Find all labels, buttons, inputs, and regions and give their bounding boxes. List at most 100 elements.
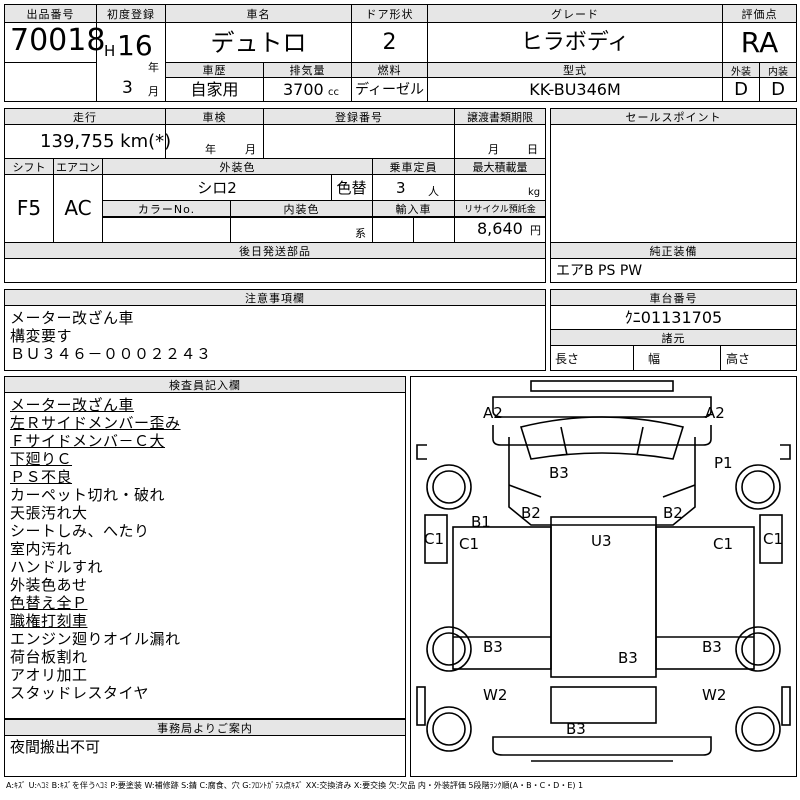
damage-mark-b3-cab: B3 — [549, 464, 569, 482]
damage-mark-c1-left-outer: C1 — [424, 530, 444, 548]
inspector-notes-box — [4, 376, 406, 719]
damage-mark-b2-left: B2 — [521, 504, 541, 522]
notes-box — [4, 289, 546, 371]
damage-mark-w2-left: W2 — [483, 686, 507, 704]
office-notice-text: 夜間搬出不可 — [10, 738, 101, 756]
fuel-type: ディーゼル — [354, 82, 425, 98]
max-load-label: 最大積載量 — [455, 159, 545, 175]
damage-mark-b3-rear-right: B3 — [702, 638, 722, 656]
damage-mark-c1-right-inner: C1 — [713, 535, 733, 553]
header-grid — [4, 4, 797, 102]
lot-number: 70018 — [10, 23, 106, 58]
car-name-label: 車名 — [166, 5, 351, 23]
chassis-number-label: 車台番号 — [551, 290, 796, 306]
office-notice-label: 事務局よりご案内 — [5, 720, 405, 736]
aircon-label: エアコン — [54, 159, 102, 175]
recycle-fee: 8,640 — [477, 219, 523, 238]
registration-year: 16 — [117, 29, 153, 62]
office-notice-box — [4, 719, 406, 777]
inspector-note-line: カーペット切れ・破れ — [10, 486, 166, 504]
max-load-unit: kg — [528, 187, 541, 198]
sales-point-box — [550, 108, 797, 283]
model-code: KK-BU346M — [529, 80, 621, 99]
shift-label: シフト — [5, 159, 53, 175]
interior-score-label: 内装 — [760, 63, 796, 78]
registration-era: H — [104, 42, 116, 60]
inspector-note-line: 下廻りＣ — [10, 450, 73, 468]
inspector-note-line: エンジン廻りオイル漏れ — [10, 630, 181, 648]
note-line: ＢＵ３４６－０００２２４３ — [10, 345, 212, 363]
model-code-label: 型式 — [428, 63, 722, 78]
interior-score: D — [771, 79, 785, 100]
damage-diagram-box — [410, 376, 797, 777]
score-label: 評価点 — [723, 5, 796, 23]
interior-color-unit: 系 — [355, 227, 366, 240]
damage-mark-a2-right: A2 — [705, 404, 725, 422]
chassis-box — [550, 289, 797, 371]
capacity-unit: 人 — [428, 185, 439, 198]
parts-to-ship-label: 後日発送部品 — [5, 243, 545, 259]
fuel-label: 燃料 — [352, 63, 427, 78]
vehicle-details-grid — [4, 108, 546, 283]
auction-score: RA — [740, 26, 779, 59]
damage-mark-w2-right: W2 — [702, 686, 726, 704]
mileage-label: 走行 — [5, 109, 165, 125]
exterior-color-label: 外装色 — [103, 159, 372, 175]
mileage: 139,755 km(*) — [40, 131, 172, 152]
inspection-month-unit: 月 — [245, 143, 256, 156]
inspection-label: 車検 — [166, 109, 263, 125]
grade-label: グレード — [428, 5, 722, 23]
displacement-unit: cc — [328, 87, 339, 98]
transfer-day-unit: 日 — [527, 143, 538, 156]
damage-legend: A:ｷｽﾞ U:ﾍｺﾐ B:ｷｽﾞを伴うﾍｺﾐ P:要塗装 W:補修跡 S:錆 … — [6, 781, 584, 790]
inspector-note-line: 荷台板割れ — [10, 648, 88, 666]
first-registration-label: 初度登録 — [97, 5, 165, 23]
repaint-label: 色替 — [336, 178, 367, 197]
grade: ヒラボディ — [520, 30, 630, 55]
door-count: 2 — [382, 30, 397, 55]
displacement: 3700 — [283, 80, 324, 99]
inspector-note-line: ＰＳ不良 — [10, 468, 73, 486]
inspector-note-line: 室内汚れ — [10, 540, 73, 558]
damage-mark-b3-rear: B3 — [566, 720, 586, 738]
length-label: 長さ — [555, 352, 580, 366]
inspector-note-line: スタッドレスタイヤ — [10, 684, 150, 702]
inspector-note-line: アオリ加工 — [10, 666, 88, 684]
import-label: 輸入車 — [373, 201, 454, 217]
truck-damage-diagram: A2 A2 B3 P1 B1 B2 B2 C1 C1 U3 C1 C1 B3 B… — [416, 380, 791, 762]
registration-year-unit: 年 — [148, 61, 159, 74]
notes-label: 注意事項欄 — [5, 290, 545, 306]
registration-month: 3 — [122, 78, 133, 98]
damage-mark-c1-right-outer: C1 — [763, 530, 783, 548]
inspector-note-line: 外装色あせ — [10, 576, 88, 594]
specs-label: 諸元 — [551, 330, 796, 346]
damage-mark-a2-left: A2 — [483, 404, 503, 422]
inspector-note-line: 職権打刻車 — [10, 612, 88, 630]
damage-mark-u3: U3 — [591, 532, 612, 550]
seating-capacity: 3 — [396, 179, 406, 197]
door-type-label: ドア形状 — [352, 5, 427, 23]
exterior-color: シロ2 — [197, 178, 237, 197]
height-label: 高さ — [726, 352, 751, 366]
exterior-score: D — [734, 79, 748, 100]
equipment-value: エアB PS PW — [556, 263, 643, 279]
lot-number-label: 出品番号 — [5, 5, 96, 23]
transfer-deadline-label: 譲渡書類期限 — [455, 109, 545, 125]
color-number-label: カラーNo. — [103, 201, 230, 217]
recycle-fee-unit: 円 — [530, 224, 541, 237]
displacement-label: 排気量 — [264, 63, 351, 78]
recycle-fee-label: リサイクル預託金 — [455, 201, 545, 217]
inspector-note-line: ハンドルすれ — [10, 558, 104, 576]
width-label: 幅 — [648, 352, 661, 366]
shift-type: F5 — [16, 196, 42, 220]
car-name: デュトロ — [210, 29, 307, 57]
damage-mark-b3-bed: B3 — [618, 649, 638, 667]
inspector-note-line: 左Ｒサイドメンバー歪み — [10, 414, 181, 432]
inspector-note-line: 天張汚れ大 — [10, 504, 88, 522]
interior-color-label: 内装色 — [231, 201, 372, 217]
inspector-note-line: Ｆサイドメンバ－Ｃ大 — [10, 432, 166, 450]
damage-mark-c1-left-inner: C1 — [459, 535, 479, 553]
damage-mark-b2-right: B2 — [663, 504, 683, 522]
damage-mark-b3-rear-left: B3 — [483, 638, 503, 656]
